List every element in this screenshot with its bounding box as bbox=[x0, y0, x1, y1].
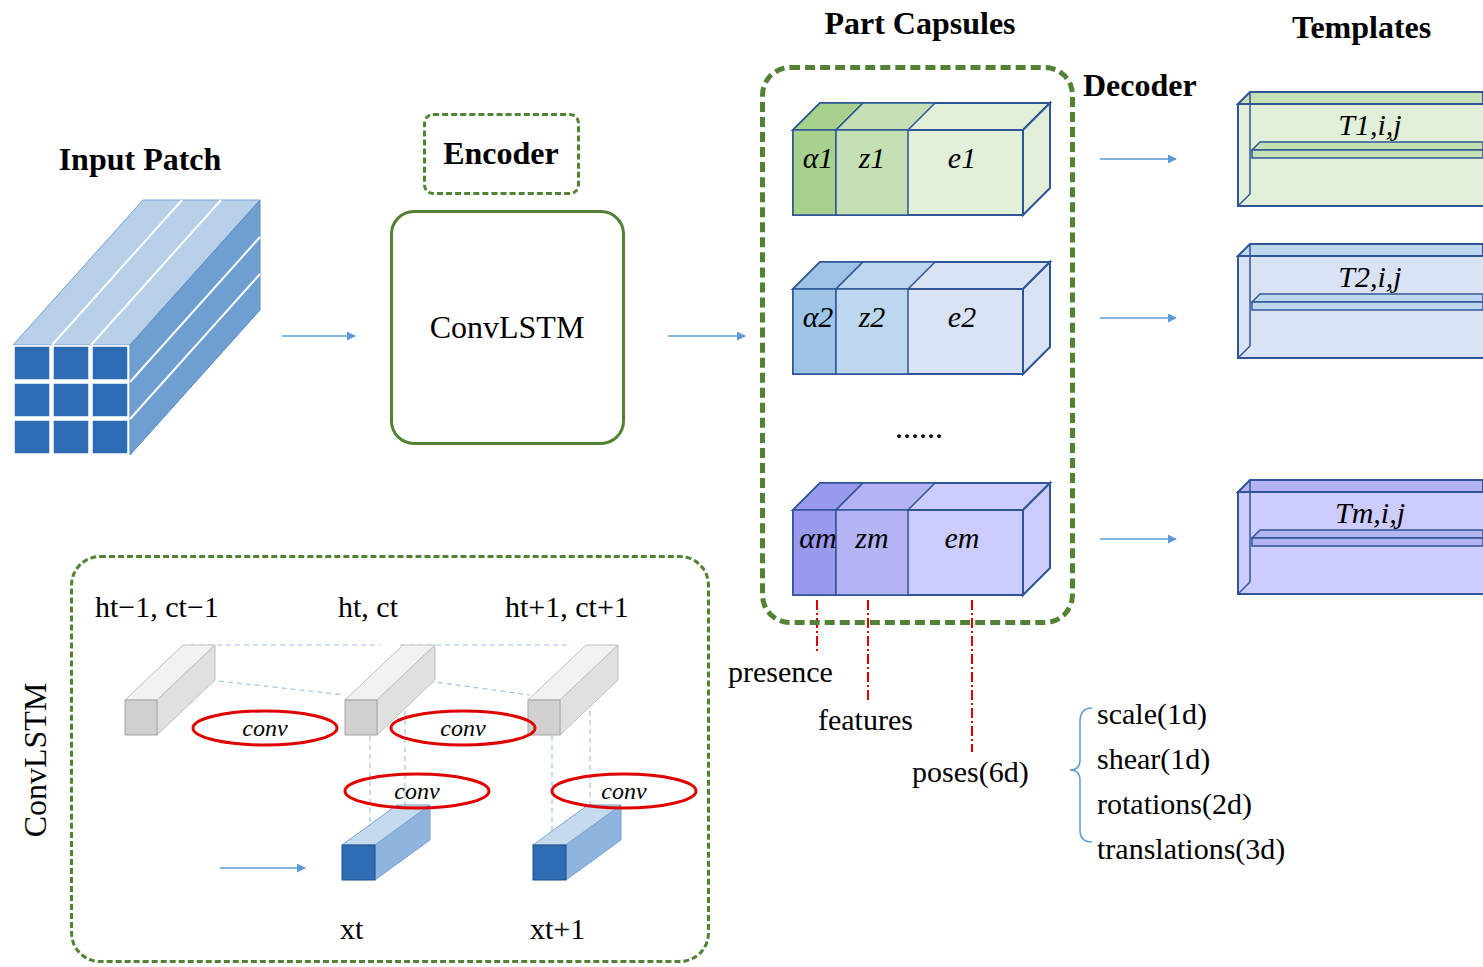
flow-arrow bbox=[1100, 317, 1176, 319]
input-patch: Input Patch bbox=[8, 140, 270, 462]
conv-ellipse: conv bbox=[549, 771, 699, 811]
presence-value: α2 bbox=[803, 300, 834, 333]
decoder-label: Decoder bbox=[1083, 68, 1197, 103]
state-label: ht−1, ct−1 bbox=[95, 590, 219, 623]
template-text: Tm,i,j bbox=[1335, 496, 1405, 529]
conv-ellipse: conv bbox=[190, 708, 340, 748]
input-label: xt bbox=[340, 912, 363, 945]
field-label: presence bbox=[728, 655, 833, 688]
part-capsules-region: Part Capsulesα1z1e1α2z2e2αmzmem bbox=[760, 65, 1075, 625]
pose-component: translations(3d) bbox=[1097, 832, 1285, 865]
template: T2,i,j bbox=[1236, 240, 1483, 362]
conv-ellipse: conv bbox=[342, 771, 492, 811]
pose-component: scale(1d) bbox=[1097, 697, 1207, 730]
feature-value: zm bbox=[855, 521, 888, 554]
template: T1,i,j bbox=[1236, 88, 1483, 210]
template-shape bbox=[1236, 476, 1483, 598]
pose-component: rotations(2d) bbox=[1097, 787, 1252, 820]
field-label: features bbox=[818, 703, 913, 736]
convlstm-detail-region-text: ConvLSTM bbox=[18, 683, 53, 838]
conv-ellipse-text: conv bbox=[394, 778, 439, 804]
brace bbox=[1070, 708, 1092, 842]
flow-arrow bbox=[282, 335, 355, 337]
presence-value: α1 bbox=[803, 141, 834, 174]
ellipsis: ...... bbox=[895, 410, 943, 445]
encoder-box: Encoder bbox=[423, 113, 580, 195]
flow-arrow bbox=[668, 335, 745, 337]
templates-heading: Templates bbox=[1292, 10, 1431, 45]
encoder-box-text: Encoder bbox=[443, 136, 559, 171]
state-label: ht, ct bbox=[338, 590, 398, 623]
field-label: poses(6d) bbox=[912, 755, 1029, 788]
conv-ellipse-text: conv bbox=[242, 715, 287, 741]
part-capsule: α1 z1 e1 bbox=[790, 100, 1055, 218]
conv-ellipse-text: conv bbox=[601, 778, 646, 804]
template-text: T2,i,j bbox=[1338, 260, 1401, 293]
part-capsules-region-text: Part Capsules bbox=[824, 6, 1015, 41]
template-text: T1,i,j bbox=[1338, 108, 1401, 141]
part-capsule: αmzm em bbox=[790, 480, 1055, 598]
conv-ellipse: conv bbox=[388, 708, 538, 748]
presence-value: αm bbox=[799, 521, 836, 554]
flow-arrow bbox=[1100, 538, 1176, 540]
pose-value: e2 bbox=[948, 300, 976, 333]
feature-value: z2 bbox=[859, 300, 886, 333]
flow-arrow bbox=[1100, 158, 1176, 160]
input-patch-shape bbox=[8, 140, 270, 462]
conv-ellipse-text: conv bbox=[440, 715, 485, 741]
input-cells bbox=[342, 805, 621, 880]
template-shape bbox=[1236, 240, 1483, 362]
template-shape bbox=[1236, 88, 1483, 210]
state-label: ht+1, ct+1 bbox=[505, 590, 629, 623]
convlstm-box-text: ConvLSTM bbox=[430, 310, 585, 345]
convlstm-box: ConvLSTM bbox=[390, 210, 625, 445]
part-capsule: α2 z2 e2 bbox=[790, 259, 1055, 377]
input-patch-text: Input Patch bbox=[59, 142, 222, 177]
pose-component: shear(1d) bbox=[1097, 742, 1210, 775]
pose-value: em bbox=[945, 521, 980, 554]
feature-value: z1 bbox=[859, 141, 886, 174]
input-label: xt+1 bbox=[530, 912, 585, 945]
input-arrow bbox=[220, 867, 305, 869]
template: Tm,i,j bbox=[1236, 476, 1483, 598]
cell-links bbox=[190, 645, 590, 845]
pose-value: e1 bbox=[948, 141, 976, 174]
